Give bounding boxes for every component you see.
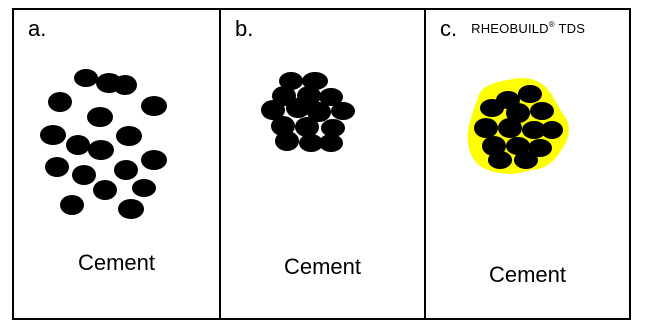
figure-grid: a. Cement [12,8,631,320]
panel-c: c. RHEOBUILD® TDS Cement [424,10,629,318]
product-suffix: TDS [554,21,586,36]
admixture-coated-particles [467,78,569,174]
product-name-text: RHEOBUILD [471,21,549,36]
panel-b-letter: b. [235,16,254,41]
panel-b-label: Cement [283,254,362,279]
registered-mark: ® [548,20,555,29]
panel-c-label: Cement [488,262,567,287]
dispersed-cement-particles [40,69,167,219]
panel-a-label: Cement [77,250,156,275]
panel-b: b. Cement [219,10,424,318]
product-name: RHEOBUILD® TDS [471,20,586,36]
panel-a: a. Cement [14,10,219,318]
flocculated-cement-particles [261,72,355,152]
panel-a-letter: a. [28,16,47,41]
panel-c-letter-text: c. [440,16,458,41]
panel-c-letter: c. RHEOBUILD® TDS [440,16,585,42]
